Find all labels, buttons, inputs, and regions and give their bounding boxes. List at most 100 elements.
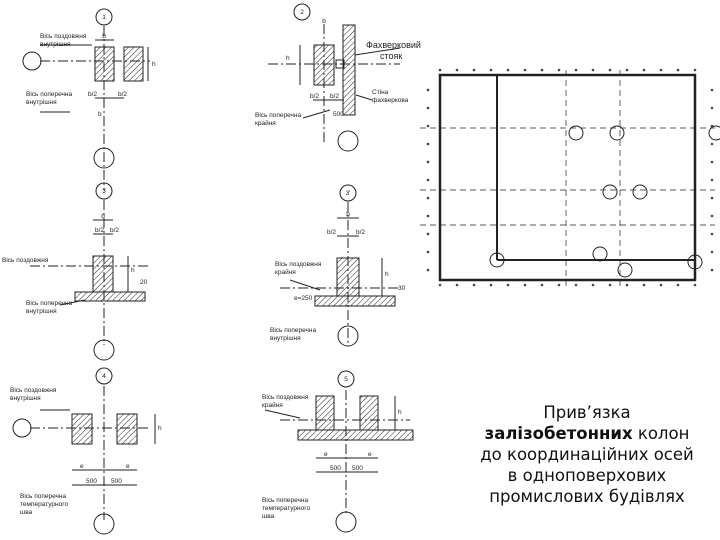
detail-mark: 4	[102, 373, 106, 380]
plan-grid-dot	[426, 232, 430, 236]
dim-label: 500	[111, 478, 122, 485]
dim-label: b	[346, 211, 350, 218]
plan-grid-dot	[426, 196, 430, 200]
plan-grid-dot	[710, 106, 714, 110]
axis-label-line: Вісь поперечна	[270, 326, 316, 334]
plan-grid-dot	[710, 232, 714, 236]
plan-grid-dot	[426, 88, 430, 92]
axis-label-line: внутрішня	[26, 98, 57, 106]
dim-label: h	[286, 55, 290, 62]
dim-label: b	[322, 18, 326, 25]
axis-label-line: шва	[20, 509, 33, 516]
dim-label: 500	[86, 478, 97, 485]
axis-label-line: Вісь поздовжня	[40, 32, 87, 40]
plan-grid-dot	[693, 68, 697, 72]
detail-3-prime	[280, 184, 400, 347]
dim-label: b/2	[327, 229, 336, 236]
plan-grid-dot	[426, 250, 430, 254]
plan-grid-dot	[710, 250, 714, 254]
plan-grid-dot	[557, 283, 561, 287]
axis-label-line: внутрішня	[26, 307, 57, 315]
dim-label: b/2	[95, 227, 104, 234]
plan-grid-dot	[710, 178, 714, 182]
plan-grid-dot	[438, 283, 442, 287]
plan-grid-dot	[693, 283, 697, 287]
axis-bubble	[93, 147, 115, 169]
plan-grid-dot	[608, 68, 612, 72]
plan-grid-dot	[426, 268, 430, 272]
dim-label: 20	[140, 279, 148, 286]
plan-grid-dot	[506, 68, 510, 72]
axis-label-line: крайня	[275, 268, 296, 276]
plan-grid-dot	[426, 160, 430, 164]
axis-label-line: температурного	[20, 501, 68, 508]
axis-label-line: Вісь поперечна	[255, 111, 301, 119]
dim-label: e	[126, 463, 130, 470]
plan-grid-dot	[426, 214, 430, 218]
plan-grid-dot	[523, 283, 527, 287]
axis-label-line: Вісь поздовжня	[275, 260, 322, 268]
plan-grid-dot	[676, 68, 680, 72]
plan-grid-dot	[557, 68, 561, 72]
plan-grid-dot	[710, 142, 714, 146]
axis-bubble	[22, 51, 42, 71]
detail-2	[268, 3, 401, 152]
dim-label: e	[80, 463, 84, 470]
dim-label: b/2	[110, 227, 119, 234]
caption-line-rest: колон	[632, 424, 690, 443]
plan-grid-dot	[625, 283, 629, 287]
axis-label-line: Вісь поздовжня	[10, 386, 57, 394]
plan-grid-dot	[710, 268, 714, 272]
axis-label-line: Вісь поперечна	[20, 492, 66, 500]
plan-grid-dot	[455, 68, 459, 72]
plan-grid-dot	[426, 106, 430, 110]
plan-grid-dot	[472, 283, 476, 287]
plan-grid-dot	[426, 124, 430, 128]
plan-grid-dot	[489, 283, 493, 287]
plan-grid-dot	[426, 142, 430, 146]
axis-label-line: внутрішня	[40, 40, 71, 48]
axis-label-line: внутрішня	[10, 394, 41, 402]
axis-label-line: крайня	[255, 119, 276, 127]
plan-grid-dot	[710, 88, 714, 92]
frame-post-label: стояк	[380, 51, 402, 61]
axis-label-line: Вісь поздовжня	[262, 393, 309, 401]
building-plan	[420, 70, 720, 290]
plan-grid-dot	[489, 68, 493, 72]
detail-4	[12, 367, 156, 535]
caption-line: в одноповерхових	[507, 466, 667, 485]
detail-1	[22, 8, 150, 190]
wall-label: Стіна	[372, 88, 389, 96]
dim-label: e=250	[294, 295, 313, 302]
axis-label-line: крайня	[262, 401, 283, 409]
plan-grid-dot	[472, 68, 476, 72]
plan-grid-dot	[591, 283, 595, 287]
plan-grid-dot	[574, 68, 578, 72]
wall-label: фахверкова	[372, 97, 409, 104]
detail-3	[30, 182, 150, 361]
plan-grid-dot	[523, 68, 527, 72]
plan-grid-dot	[426, 178, 430, 182]
caption-line: залізобетонних колон	[462, 423, 712, 444]
dim-label: b/2	[310, 93, 319, 100]
detail-mark: 3	[102, 188, 106, 195]
dim-label: 500	[330, 465, 341, 472]
plan-grid-dot	[710, 160, 714, 164]
plan-grid-dot	[455, 283, 459, 287]
plan-outer-wall	[438, 73, 697, 282]
dim-label: 500	[352, 465, 363, 472]
plan-grid-dot	[676, 283, 680, 287]
axis-label-line: Вісь поздовжня	[2, 256, 49, 264]
plan-grid-dot	[540, 283, 544, 287]
dim-label: b/2	[330, 93, 339, 100]
caption-line: до координаційних осей	[480, 445, 694, 464]
plan-grid-dot	[574, 283, 578, 287]
axis-label-line: внутрішня	[270, 334, 301, 342]
plan-grid-dot	[710, 214, 714, 218]
plan-grid-dot	[591, 68, 595, 72]
dim-label: 500	[333, 111, 344, 118]
plan-grid-dot	[659, 283, 663, 287]
plan-grid-dot	[710, 124, 714, 128]
dim-label: 30	[398, 285, 406, 292]
